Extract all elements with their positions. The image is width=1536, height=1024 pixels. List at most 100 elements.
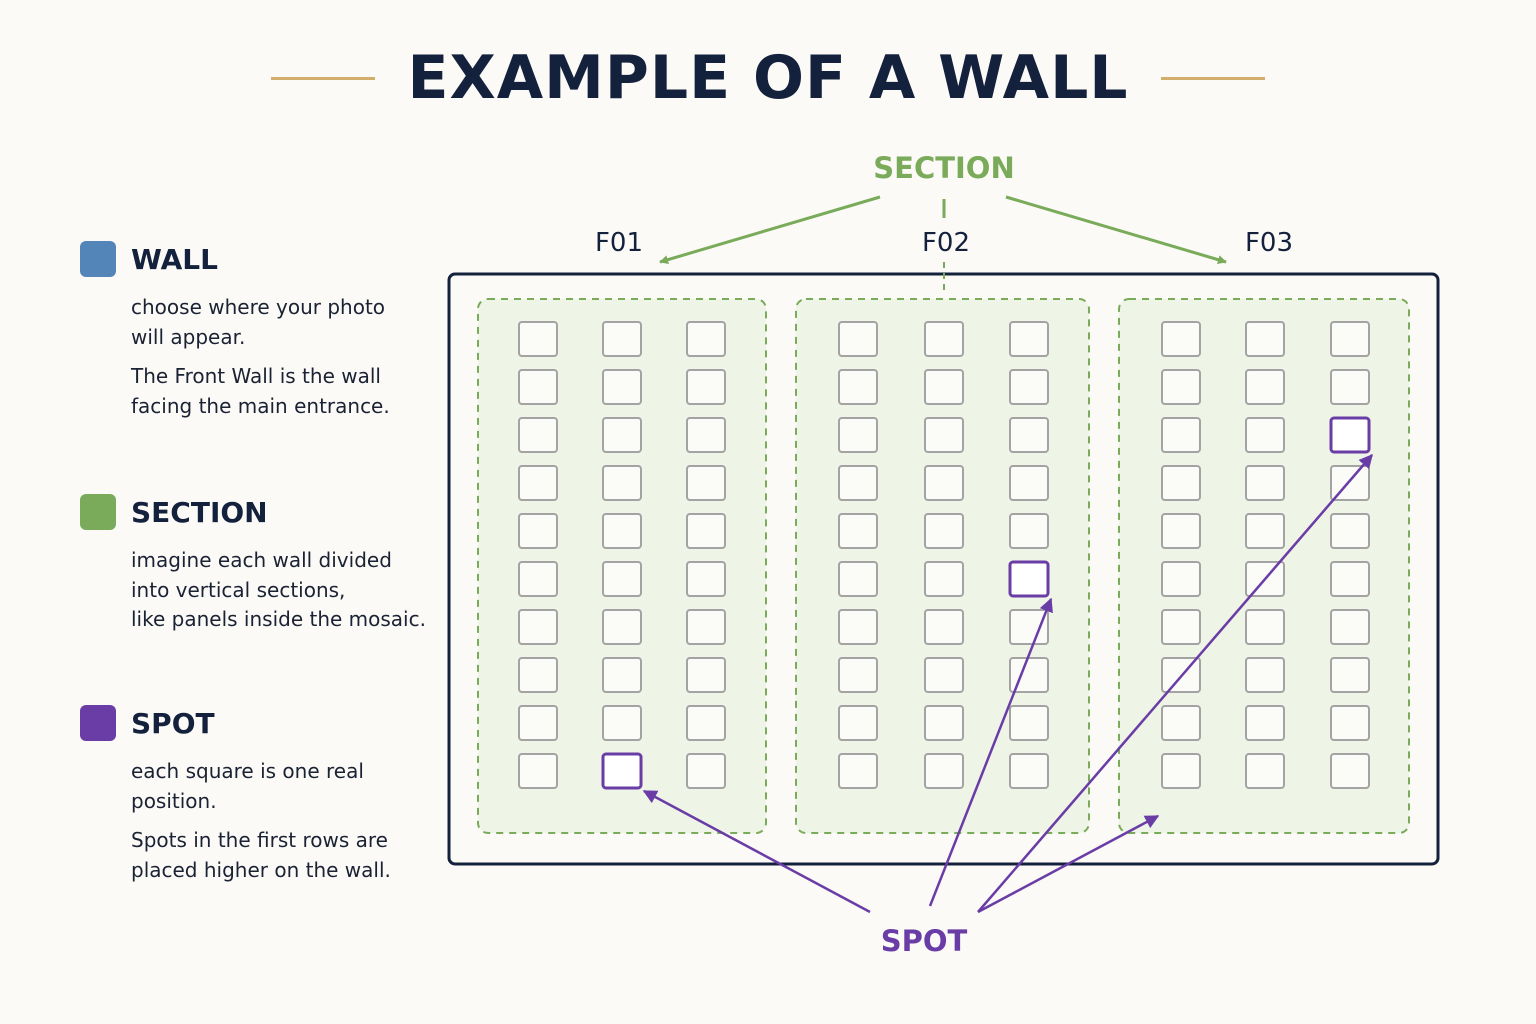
section-f02 [795,298,1090,834]
spot-label: SPOT [881,924,968,958]
spot-square [518,417,558,453]
spot-square [1009,705,1049,741]
spot-square [602,705,642,741]
spot-square [1009,465,1049,501]
spot-square [1330,369,1370,405]
wall-swatch [80,241,116,277]
spot-square [1330,321,1370,357]
legend-label-wall: WALL [131,242,218,276]
legend-line: Spots in the first rows are [131,828,388,852]
spot-square [602,561,642,597]
spot-square [518,753,558,789]
spot-square [686,609,726,645]
spot-square [1330,753,1370,789]
legend-spot: SPOT each square is one real position. Sp… [80,703,440,895]
title-row: EXAMPLE OF A WALL [0,38,1536,118]
spot-arrow [642,789,871,914]
spot-square [924,513,964,549]
spot-square [602,369,642,405]
spot-square [924,321,964,357]
section-f03 [1118,298,1410,834]
legend-line: facing the main entrance. [131,393,390,418]
legend-section: SECTION imagine each wall divided into ve… [80,492,440,645]
spot-square [602,465,642,501]
legend-text-section: imagine each wall divided into vertical s… [131,546,440,635]
spot-square [1009,321,1049,357]
spot-square [838,417,878,453]
spot-square [1245,609,1285,645]
spot-arrow [928,597,1053,907]
spot-square [1330,513,1370,549]
spot-square [686,321,726,357]
spot-square [1161,321,1201,357]
spot-square [1161,561,1201,597]
title-rule-left [271,76,376,80]
legend-line: into vertical sections, [131,577,346,602]
spot-square [838,705,878,741]
spot-square [602,657,642,693]
spot-arrow [977,814,1160,914]
legend-text-spot: each square is one real position. Spots i… [131,757,440,885]
spot-highlighted [1008,560,1050,598]
spot-square [602,609,642,645]
spot-square [924,417,964,453]
legend-line: position. [131,788,217,813]
spot-square [518,705,558,741]
spot-arrow [977,453,1373,913]
title-rule-right [1160,76,1265,80]
spot-square [1009,369,1049,405]
spot-square [1009,513,1049,549]
spot-square [838,369,878,405]
section-arrow-f01 [659,195,881,265]
spot-square [1009,417,1049,453]
legend-line: The Front Wall is the wall [131,364,381,388]
section-arrow-f03 [1005,195,1227,265]
section-name-f01: F01 [595,228,643,258]
spot-square [924,657,964,693]
spot-square [838,609,878,645]
spot-square [1245,369,1285,405]
spot-square [924,465,964,501]
spot-square [924,609,964,645]
spot-square [1161,417,1201,453]
legend-label-spot: SPOT [131,706,215,740]
spot-square [838,321,878,357]
spot-square [838,561,878,597]
spot-square [1161,705,1201,741]
legend-line: imagine each wall divided [131,548,392,572]
legend-line: like panels inside the mosaic. [131,607,426,631]
spot-square [1161,609,1201,645]
section-label: SECTION [873,151,1014,185]
spot-square [838,465,878,501]
legend-line: placed higher on the wall. [131,857,391,882]
spot-square [1009,753,1049,789]
spot-square [1330,561,1370,597]
spot-square [924,369,964,405]
section-f01 [477,298,767,834]
spot-square [686,369,726,405]
spot-highlighted [1329,416,1371,454]
spot-square [686,753,726,789]
spot-square [518,465,558,501]
spot-square [686,657,726,693]
spot-square [518,513,558,549]
spot-square [602,513,642,549]
spot-square [1245,465,1285,501]
spot-square [1245,753,1285,789]
spot-square [924,753,964,789]
spot-square [686,465,726,501]
spot-square [1330,609,1370,645]
spot-square [1330,657,1370,693]
page-title: EXAMPLE OF A WALL [407,43,1129,113]
spot-square [1245,513,1285,549]
legend-line: choose where your photo [131,295,386,319]
spot-square [602,417,642,453]
spot-square [686,561,726,597]
section-swatch [80,494,116,530]
spot-square [1161,753,1201,789]
spot-square [1245,705,1285,741]
legend-line: each square is one real [131,759,364,783]
legend-label-section: SECTION [131,495,268,529]
